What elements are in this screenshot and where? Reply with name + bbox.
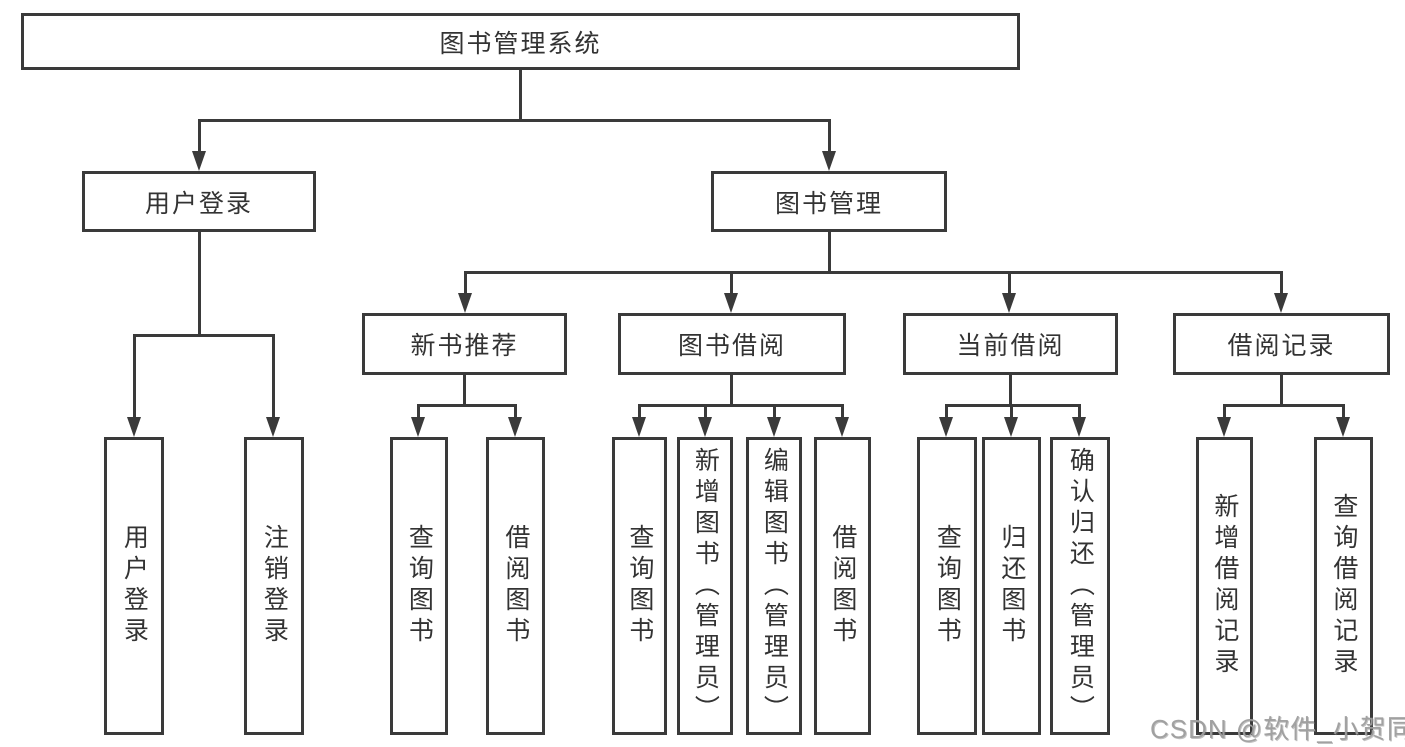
connector-line [464, 271, 1283, 274]
connector-line [638, 404, 843, 407]
leaf-add-book-admin: 新增图书（管理员） [677, 437, 733, 735]
leaf-edit-book-admin: 编辑图书（管理员） [746, 437, 802, 735]
leaf-query-books-recommend: 查询图书 [390, 437, 448, 735]
connector-line [1009, 375, 1012, 406]
connector-line [828, 232, 831, 273]
leaf-query-books-borrowing: 查询图书 [612, 437, 667, 735]
leaf-label: 注销登录 [260, 524, 289, 648]
leaf-user-login: 用户登录 [104, 437, 164, 735]
connector-line [133, 334, 136, 422]
connector-line [417, 404, 517, 407]
connector-line [773, 404, 776, 422]
connector-line [1280, 375, 1283, 406]
connector-line [841, 404, 844, 422]
arrowhead-down-icon [508, 417, 522, 437]
arrowhead-down-icon [1217, 417, 1231, 437]
arrowhead-down-icon [632, 417, 646, 437]
leaf-logout: 注销登录 [244, 437, 304, 735]
connector-line [730, 271, 733, 297]
node-current-borrowing: 当前借阅 [903, 313, 1118, 375]
node-book-borrowing: 图书借阅 [618, 313, 846, 375]
connector-line [1078, 404, 1081, 422]
leaf-return-books: 归还图书 [982, 437, 1041, 735]
arrowhead-down-icon [266, 417, 280, 437]
arrowhead-down-icon [458, 293, 472, 313]
connector-line [945, 404, 948, 422]
node-user-login: 用户登录 [82, 171, 316, 232]
node-library-management-system: 图书管理系统 [21, 13, 1020, 70]
connector-line [1223, 404, 1226, 422]
node-label: 借阅记录 [1227, 332, 1336, 360]
arrowhead-down-icon [1274, 293, 1288, 313]
leaf-label: 借阅图书 [828, 524, 857, 648]
connector-line [1008, 271, 1011, 297]
node-new-book-recommend: 新书推荐 [362, 313, 567, 375]
arrowhead-down-icon [835, 417, 849, 437]
leaf-confirm-return-admin: 确认归还（管理员） [1050, 437, 1110, 735]
node-label: 图书管理 [774, 189, 883, 218]
node-label: 图书管理系统 [439, 29, 602, 58]
connector-line [417, 404, 420, 422]
node-label: 新书推荐 [410, 332, 519, 360]
leaf-query-borrow-record: 查询借阅记录 [1314, 437, 1373, 735]
leaf-label: 新增图书（管理员） [691, 446, 720, 726]
arrowhead-down-icon [939, 417, 953, 437]
node-label: 用户登录 [144, 189, 253, 218]
connector-line [198, 119, 831, 122]
connector-line [198, 232, 201, 336]
leaf-query-books-current: 查询图书 [917, 437, 977, 735]
leaf-label: 归还图书 [997, 524, 1026, 648]
leaf-label: 查询图书 [405, 524, 434, 648]
leaf-borrow-books-recommend: 借阅图书 [486, 437, 545, 735]
leaf-label: 查询借阅记录 [1329, 493, 1358, 679]
connector-line [704, 404, 707, 422]
leaf-label: 查询图书 [933, 524, 962, 648]
leaf-add-borrow-record: 新增借阅记录 [1196, 437, 1253, 735]
arrowhead-down-icon [724, 293, 738, 313]
connector-line [272, 334, 275, 422]
arrowhead-down-icon [698, 417, 712, 437]
connector-line [463, 375, 466, 406]
leaf-label: 确认归还（管理员） [1066, 446, 1095, 726]
arrowhead-down-icon [1004, 417, 1018, 437]
connector-line [1280, 271, 1283, 297]
arrowhead-down-icon [1002, 293, 1016, 313]
connector-line [730, 375, 733, 406]
arrowhead-down-icon [1336, 417, 1350, 437]
arrowhead-down-icon [1072, 417, 1086, 437]
connector-line [1342, 404, 1345, 422]
arrowhead-down-icon [192, 151, 206, 171]
connector-line [464, 271, 467, 297]
node-label: 当前借阅 [956, 332, 1065, 360]
connector-line [1223, 404, 1344, 407]
leaf-label: 查询图书 [625, 524, 654, 648]
csdn-watermark: CSDN @软件_小贺同学 [1150, 714, 1405, 744]
arrowhead-down-icon [411, 417, 425, 437]
leaf-label: 借阅图书 [501, 524, 530, 648]
leaf-label: 用户登录 [120, 524, 149, 648]
leaf-borrow-books-borrowing: 借阅图书 [814, 437, 871, 735]
connector-line [1010, 404, 1013, 422]
arrowhead-down-icon [127, 417, 141, 437]
connector-line [198, 119, 201, 153]
connector-line [133, 334, 275, 337]
leaf-label: 新增借阅记录 [1210, 493, 1239, 679]
connector-line [638, 404, 641, 422]
node-label: 图书借阅 [677, 332, 786, 360]
node-borrowing-records: 借阅记录 [1173, 313, 1390, 375]
connector-line [828, 119, 831, 153]
leaf-label: 编辑图书（管理员） [760, 446, 789, 726]
connector-line [514, 404, 517, 422]
arrowhead-down-icon [822, 151, 836, 171]
connector-line [519, 69, 522, 121]
arrowhead-down-icon [767, 417, 781, 437]
node-book-management: 图书管理 [711, 171, 947, 232]
connector-line [945, 404, 1081, 407]
